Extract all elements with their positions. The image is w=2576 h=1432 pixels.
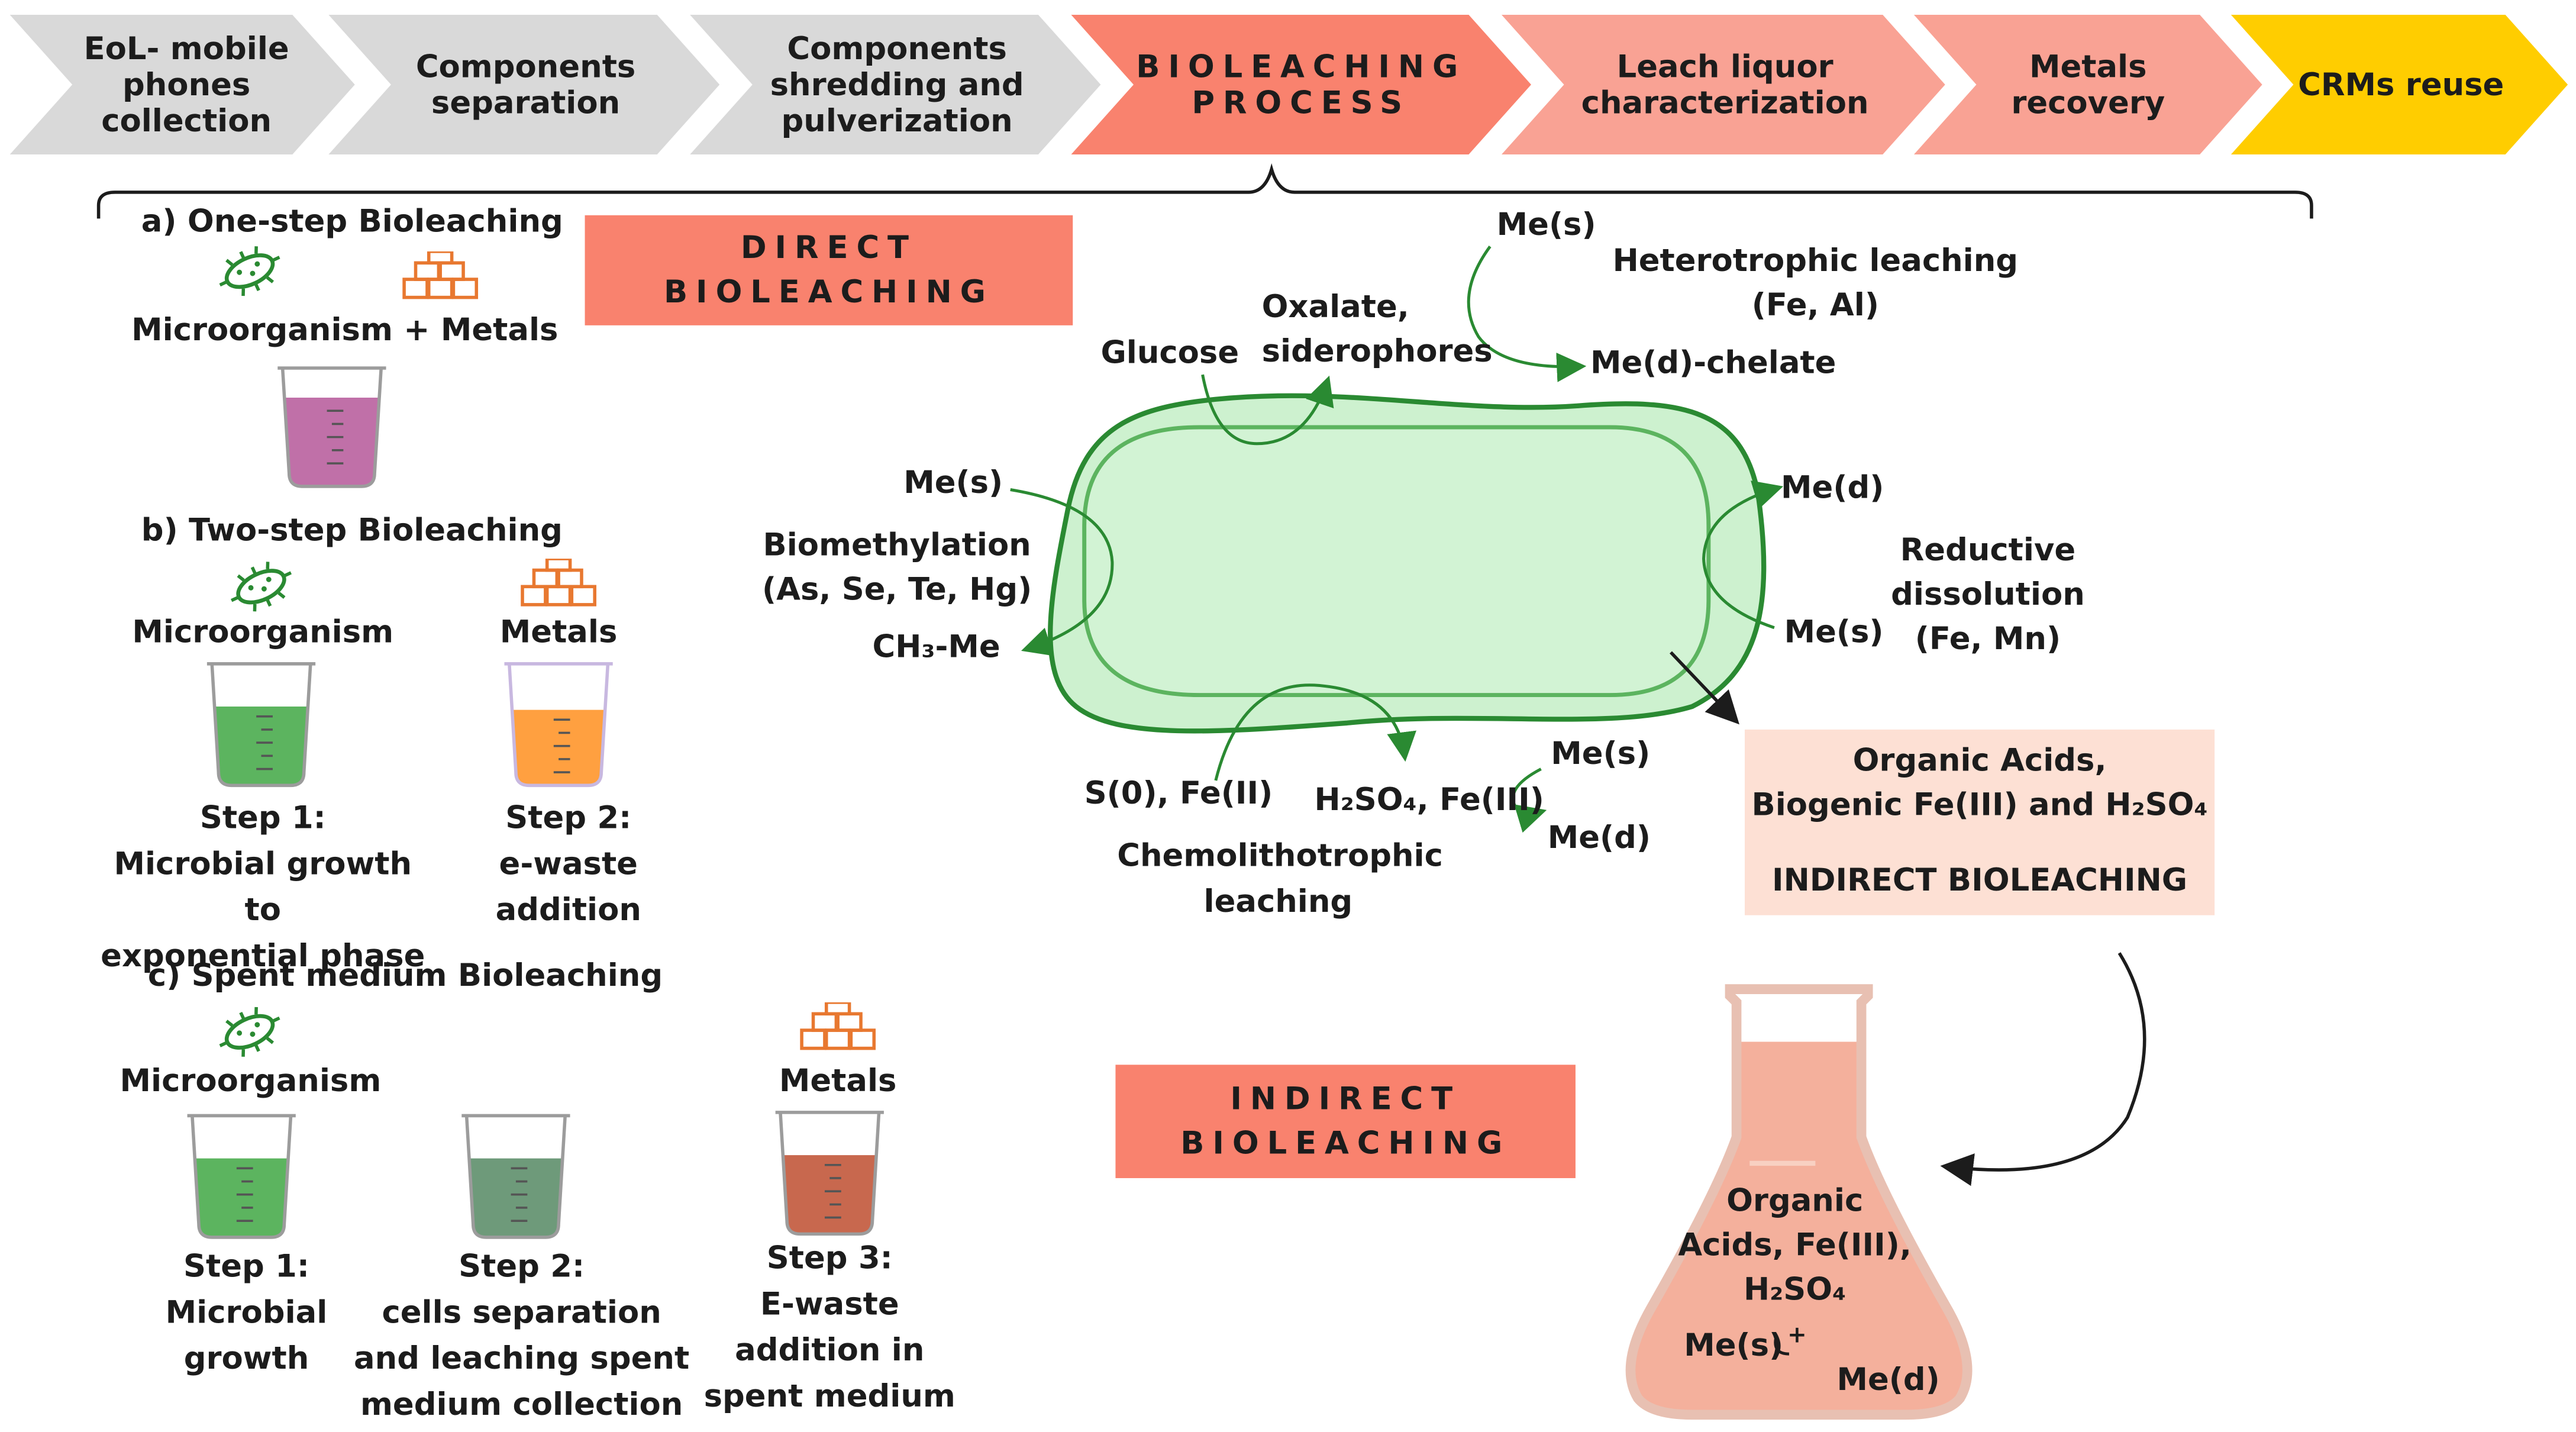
spent-medium-metals: Metals bbox=[779, 1063, 897, 1099]
step-shredding: Components shredding and pulverization bbox=[690, 14, 1101, 155]
metal-bars-icon bbox=[521, 559, 596, 607]
step-eol-collection: EoL- mobile phones collection bbox=[9, 14, 355, 155]
chevron-shape bbox=[328, 14, 720, 155]
cell-inner-wall bbox=[1082, 425, 1711, 698]
bacteria-icon bbox=[219, 246, 280, 296]
chemo-me-s: Me(s) bbox=[1551, 736, 1651, 773]
spent-medium-step1: Step 1: Microbial growth bbox=[165, 1249, 328, 1377]
chevron-shape bbox=[1071, 14, 1531, 155]
step-crms-reuse: CRMs reuse bbox=[2230, 14, 2568, 155]
one-step-caption: Microorganism + Metals bbox=[131, 312, 559, 349]
spent-medium-step3: Step 3: E-waste addition in spent medium bbox=[703, 1240, 955, 1415]
curly-brace bbox=[96, 163, 2313, 219]
reductive-me-d: Me(d) bbox=[1781, 470, 1884, 507]
two-step-title: b) Two-step Bioleaching bbox=[141, 512, 563, 549]
chemo-product: H₂SO₄, Fe(III) bbox=[1314, 782, 1544, 818]
spent-medium-step2: Step 2: cells separation and leaching sp… bbox=[354, 1249, 690, 1423]
metal-bars-icon bbox=[402, 251, 479, 299]
indirect-panel: Organic Acids, Biogenic Fe(III) and H₂SO… bbox=[1744, 729, 2215, 915]
chevron-shape bbox=[1913, 14, 2262, 155]
oxalate-label: Oxalate, siderophores bbox=[1261, 289, 1493, 370]
chemo-me-d: Me(d) bbox=[1547, 820, 1651, 856]
step-label: EoL- mobile phones collection bbox=[83, 30, 289, 139]
direct-bioleaching-box: DIRECT BIOLEACHING bbox=[585, 215, 1073, 325]
chemolithotrophic-title: Chemolithotrophic leaching bbox=[1117, 838, 1443, 921]
step-label: BIOLEACHING PROCESS bbox=[1136, 48, 1467, 121]
spent-medium-title: c) Spent medium Bioleaching bbox=[147, 957, 663, 994]
chevron-shape bbox=[2230, 14, 2568, 155]
step-leach-liquor: Leach liquor characterization bbox=[1501, 14, 1945, 155]
indirect-panel-products: Organic Acids, Biogenic Fe(III) and H₂SO… bbox=[1751, 743, 2208, 824]
chevron-shape bbox=[690, 14, 1101, 155]
biomethyl-me-s: Me(s) bbox=[903, 465, 1003, 501]
beaker-orange-icon bbox=[504, 662, 613, 788]
step-label: Metals recovery bbox=[2011, 48, 2165, 121]
chevron-shape bbox=[9, 14, 355, 155]
flask-text: Organic Acids, Fe(III), H₂SO₄ bbox=[1678, 1183, 1912, 1308]
indirect-panel-label: INDIRECT BIOLEACHING bbox=[1771, 862, 2188, 899]
step-label: Components shredding and pulverization bbox=[770, 30, 1024, 139]
flask-me-s: Me(s) bbox=[1684, 1327, 1784, 1364]
beaker-dark-green-icon bbox=[461, 1114, 570, 1239]
hetero-me-s: Me(s) bbox=[1496, 207, 1596, 243]
bacteria-icon bbox=[219, 1007, 280, 1057]
beaker-brown-icon bbox=[775, 1111, 884, 1236]
curved-arrow bbox=[1940, 952, 2146, 1186]
step-label: CRMs reuse bbox=[2298, 66, 2504, 103]
beaker-green-icon bbox=[206, 662, 316, 788]
hetero-chelate: Me(d)-chelate bbox=[1590, 345, 1836, 382]
cell-diagram bbox=[1010, 246, 1784, 833]
beaker-green-icon bbox=[187, 1114, 296, 1239]
step-label: Components separation bbox=[415, 48, 636, 121]
chemo-substrate: S(0), Fe(II) bbox=[1084, 775, 1273, 812]
step-metals-recovery: Metals recovery bbox=[1913, 14, 2262, 155]
step-label: Leach liquor characterization bbox=[1581, 48, 1869, 121]
step-bioleaching-process: BIOLEACHING PROCESS bbox=[1071, 14, 1531, 155]
biomethylation-title: Biomethylation (As, Se, Te, Hg) bbox=[762, 527, 1032, 608]
bacteria-icon bbox=[231, 562, 292, 612]
reductive-title: Reductive dissolution (Fe, Mn) bbox=[1891, 532, 2085, 657]
spent-medium-microorganism: Microorganism bbox=[120, 1063, 382, 1099]
two-step-metals: Metals bbox=[499, 614, 618, 651]
heterotrophic-title: Heterotrophic leaching (Fe, Al) bbox=[1612, 243, 2019, 324]
two-step-step2: Step 2: e-waste addition bbox=[495, 800, 641, 928]
ch3-me-label: CH₃-Me bbox=[872, 629, 1000, 666]
reductive-me-s: Me(s) bbox=[1784, 614, 1884, 651]
one-step-title: a) One-step Bioleaching bbox=[141, 204, 563, 240]
flask-plus: + bbox=[1787, 1323, 1807, 1349]
step-components-separation: Components separation bbox=[328, 14, 720, 155]
flask-me-d: Me(d) bbox=[1836, 1362, 1940, 1399]
beaker-purple-icon bbox=[277, 366, 386, 488]
two-step-step1: Step 1: Microbial growth to exponential … bbox=[101, 800, 425, 975]
erlenmeyer-flask-icon bbox=[1625, 984, 1973, 1420]
metal-bars-icon bbox=[800, 1002, 876, 1050]
glucose-label: Glucose bbox=[1100, 335, 1239, 372]
chevron-shape bbox=[1501, 14, 1945, 155]
indirect-bioleaching-box: INDIRECT BIOLEACHING bbox=[1115, 1065, 1576, 1178]
two-step-microorganism: Microorganism bbox=[132, 614, 394, 651]
